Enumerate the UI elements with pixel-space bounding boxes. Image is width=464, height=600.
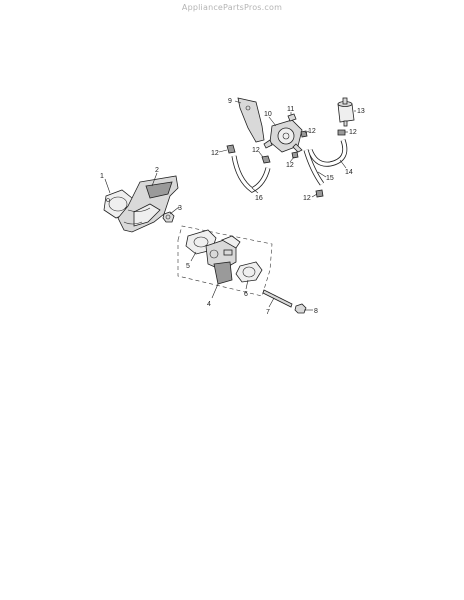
gasket-part-6 bbox=[235, 261, 263, 283]
callout-3: 3 bbox=[178, 205, 182, 212]
callout-12-e: 12 bbox=[349, 129, 357, 136]
screw-part bbox=[287, 113, 297, 122]
callout-12-b: 12 bbox=[252, 147, 260, 154]
fuel-line-part-16 bbox=[231, 155, 271, 193]
nut-part-3 bbox=[162, 211, 175, 223]
callout-2: 2 bbox=[155, 167, 159, 174]
stud-part bbox=[262, 289, 293, 308]
callout-12-c: 12 bbox=[308, 128, 316, 135]
watermark-text: AppliancePartsPros.com bbox=[181, 3, 283, 12]
bracket-part bbox=[237, 97, 265, 143]
leader-lines bbox=[104, 100, 356, 311]
fuel-filter-part bbox=[337, 97, 355, 127]
callout-12-a: 12 bbox=[211, 150, 219, 157]
fuel-line-part-15 bbox=[303, 149, 325, 186]
callout-9: 9 bbox=[228, 98, 232, 105]
carburetor-part bbox=[205, 235, 241, 285]
callout-15: 15 bbox=[326, 175, 334, 182]
fuel-line-part-14 bbox=[307, 139, 348, 167]
callout-12-d: 12 bbox=[286, 162, 294, 169]
callout-14: 14 bbox=[345, 169, 353, 176]
fuel-pump-part bbox=[263, 119, 303, 153]
callout-16: 16 bbox=[255, 195, 263, 202]
nut-part-8 bbox=[294, 303, 307, 314]
callout-11: 11 bbox=[287, 106, 294, 113]
callout-4: 4 bbox=[207, 301, 211, 308]
callout-12-f: 12 bbox=[303, 195, 311, 202]
callout-8: 8 bbox=[314, 308, 318, 315]
callout-13: 13 bbox=[357, 108, 365, 115]
callout-1: 1 bbox=[100, 173, 104, 180]
callout-7: 7 bbox=[266, 309, 270, 316]
assembly-outline bbox=[177, 225, 273, 297]
callout-5: 5 bbox=[186, 263, 190, 270]
clamp-part bbox=[226, 129, 346, 198]
callout-10: 10 bbox=[264, 111, 272, 118]
callout-6: 6 bbox=[244, 291, 248, 298]
baffle-part bbox=[117, 175, 179, 233]
